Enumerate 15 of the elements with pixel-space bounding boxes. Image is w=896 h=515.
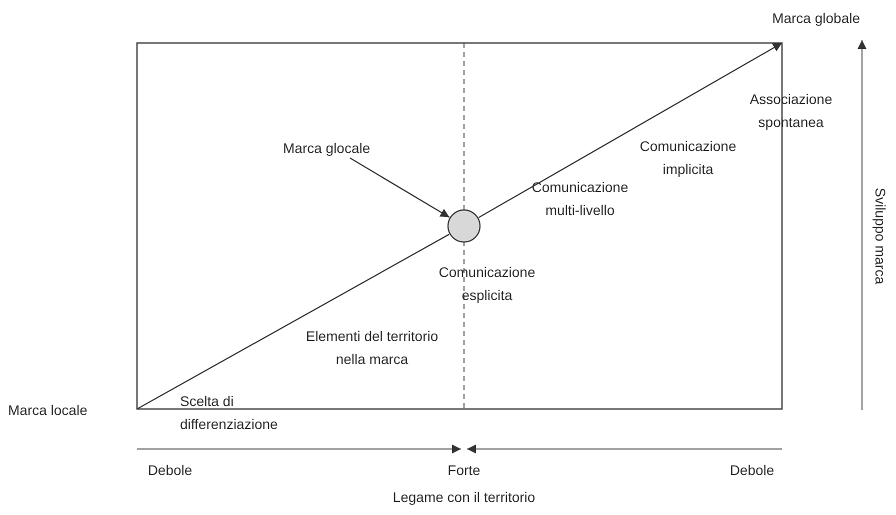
text-label: Debole xyxy=(146,461,194,480)
node-label: Marca locale xyxy=(8,402,88,418)
node-label: Marca glocale xyxy=(283,140,370,156)
text-label: Legame con il territorio xyxy=(392,488,536,507)
text-label: Elementi del territorio nella marca xyxy=(304,327,440,369)
text-label: Scelta di differenziazione xyxy=(180,392,279,434)
arrow xyxy=(478,42,782,218)
axis-label: Sviluppo marca xyxy=(872,188,888,284)
arrow xyxy=(350,157,450,218)
text-label: Forte xyxy=(446,461,482,480)
text-label: Debole xyxy=(728,461,776,480)
text-label: Comunicazione esplicita xyxy=(438,263,536,305)
node-label: Marca globale xyxy=(772,10,860,27)
text-label: Comunicazione multi-livello xyxy=(530,178,630,220)
text-label: Comunicazione implicita xyxy=(638,137,738,179)
